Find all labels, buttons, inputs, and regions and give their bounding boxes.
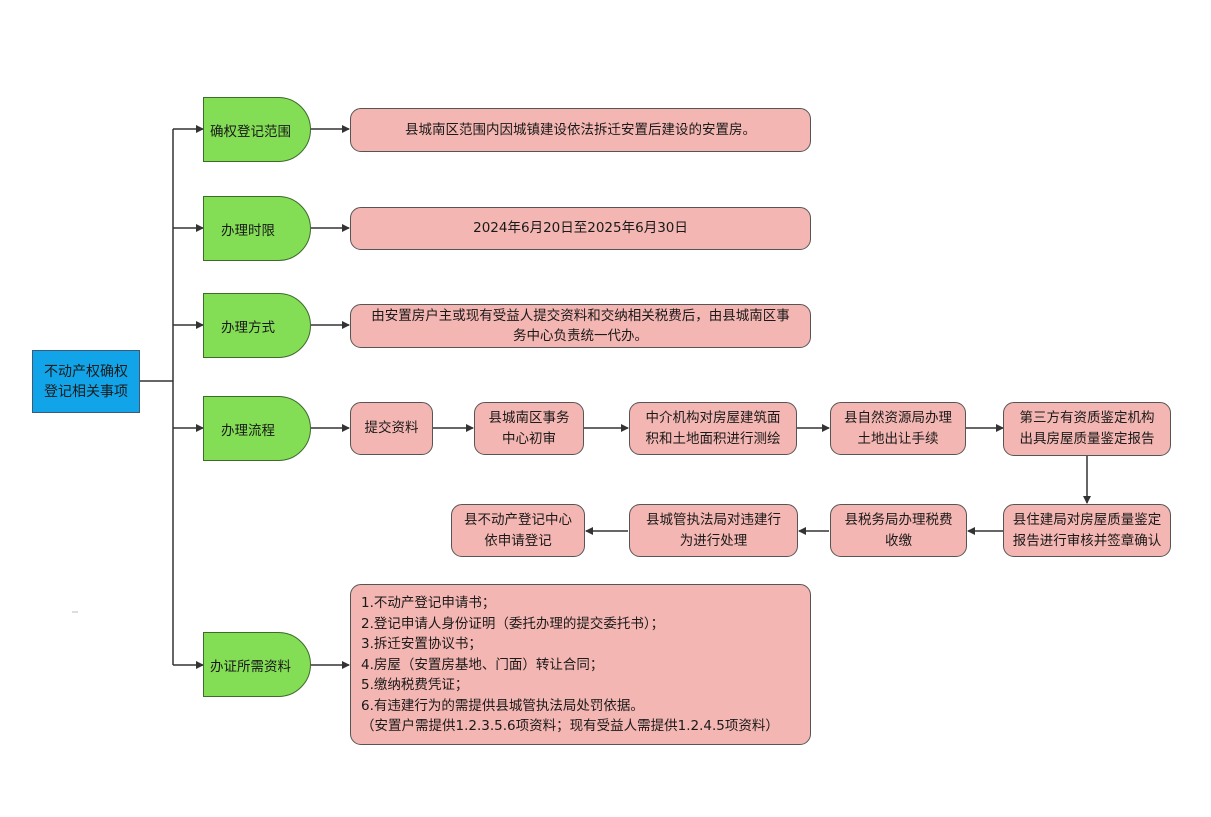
category-materials: 办证所需资料 [203, 632, 311, 697]
materials-item-4: 4.房屋（安置房基地、门面）转让合同； [361, 656, 604, 673]
category-deadline: 办理时限 [203, 196, 311, 261]
process-step-7: 县税务局办理税费 收缴 [830, 504, 967, 557]
method-content: 由安置房户主或现有受益人提交资料和交纳相关税费后，由县城南区事 务中心负责统一代… [350, 304, 811, 348]
process-step-5: 第三方有资质鉴定机构 出具房屋质量鉴定报告 [1003, 402, 1171, 456]
process-step-6: 县住建局对房屋质量鉴定 报告进行审核并签章确认 [1003, 504, 1171, 557]
process-step-8: 县城管执法局对违建行 为进行处理 [629, 504, 798, 557]
materials-list: 1.不动产登记申请书； 2.登记申请人身份证明（委托办理的提交委托书）； 3.拆… [350, 584, 811, 745]
process-step-9: 县不动产登记中心 依申请登记 [451, 504, 585, 557]
scope-content: 县城南区范围内因城镇建设依法拆迁安置后建设的安置房。 [350, 108, 811, 152]
scan-artifact [72, 611, 78, 613]
materials-item-6: 6.有违建行为的需提供县城管执法局处罚依据。 [361, 697, 644, 714]
materials-item-2: 2.登记申请人身份证明（委托办理的提交委托书）； [361, 615, 665, 632]
root-node: 不动产权确权 登记相关事项 [32, 350, 140, 413]
category-process: 办理流程 [203, 396, 311, 461]
deadline-content: 2024年6月20日至2025年6月30日 [350, 207, 811, 250]
materials-note: （安置户需提供1.2.3.5.6项资料；现有受益人需提供1.2.4.5项资料） [361, 718, 779, 734]
category-method: 办理方式 [203, 293, 311, 358]
category-scope: 确权登记范围 [203, 97, 311, 162]
process-step-3: 中介机构对房屋建筑面 积和土地面积进行测绘 [629, 402, 797, 455]
materials-item-3: 3.拆迁安置协议书； [361, 636, 482, 652]
process-step-4: 县自然资源局办理 土地出让手续 [830, 402, 966, 455]
materials-item-5: 5.缴纳税费凭证； [361, 677, 469, 693]
process-step-2: 县城南区事务 中心初审 [474, 402, 584, 455]
process-step-1: 提交资料 [350, 402, 433, 455]
materials-item-1: 1.不动产登记申请书； [361, 595, 496, 611]
